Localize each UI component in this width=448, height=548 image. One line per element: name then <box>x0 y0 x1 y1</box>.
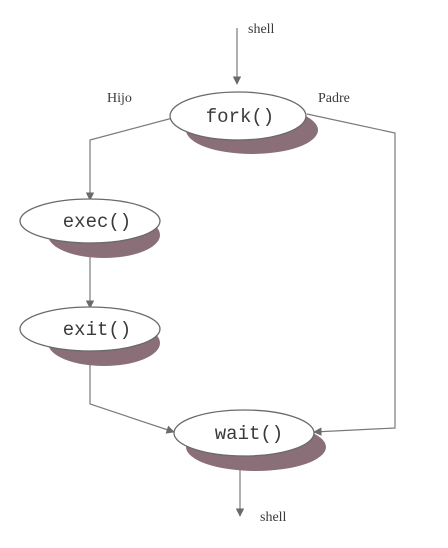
exit-node-label: exit() <box>63 319 131 341</box>
exec-node: exec() <box>19 198 161 258</box>
wait-node: wait() <box>173 409 326 471</box>
fork-node: fork() <box>169 91 318 154</box>
exec-node-shape <box>19 198 161 244</box>
shell-output-label: shell <box>260 510 287 525</box>
exit-node-shape <box>19 306 161 352</box>
edge-fork-to-wait <box>306 113 396 436</box>
edge-fork-to-exec <box>85 114 185 201</box>
parent-label: Padre <box>318 91 350 106</box>
edge-exit-to-wait <box>89 350 175 434</box>
fork-node-shape <box>169 91 307 141</box>
exit-node: exit() <box>19 306 161 366</box>
wait-node-label: wait() <box>215 423 283 445</box>
shell-input-label: shell <box>248 22 275 37</box>
exec-node-label: exec() <box>63 211 131 233</box>
child-label: Hijo <box>107 91 132 106</box>
fork-node-label: fork() <box>206 106 274 128</box>
wait-node-shape <box>173 409 315 457</box>
